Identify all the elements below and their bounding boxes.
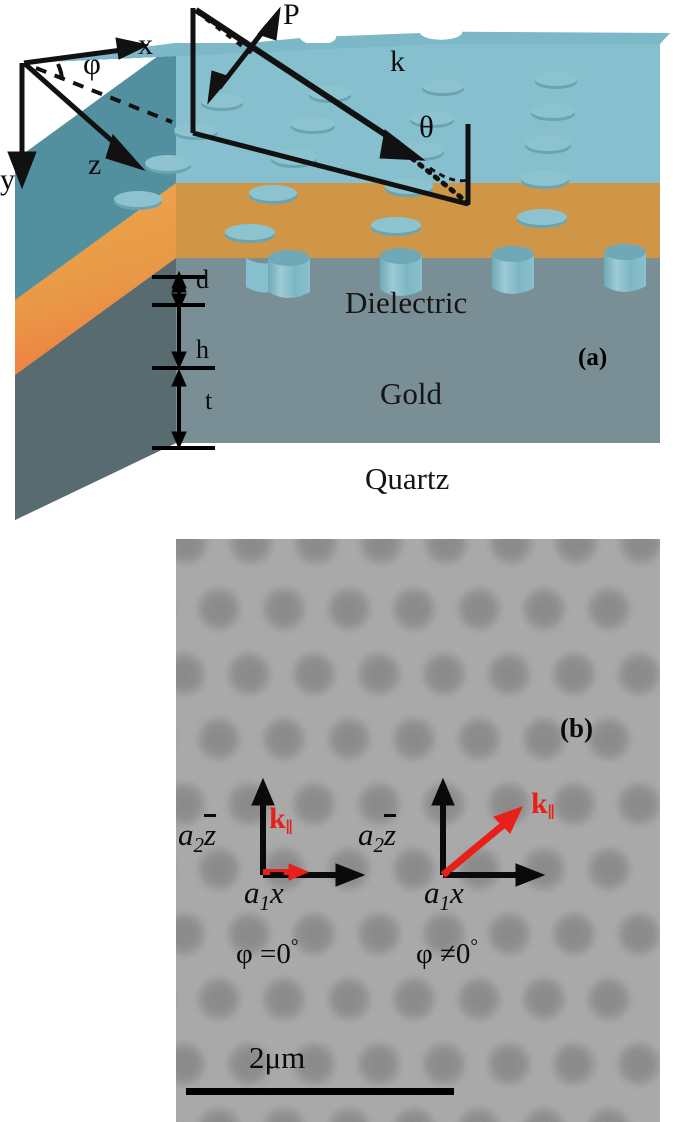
right-axis-x-arrowhead [515, 863, 546, 887]
left-axis-z-arrowhead [251, 777, 275, 806]
right-axis-z-arrowhead [431, 777, 455, 806]
k-arrowhead [379, 129, 426, 161]
panel-tag-a: (a) [578, 344, 608, 371]
dielectric-top-surface [24, 31, 670, 63]
dimension-label-h: h [196, 335, 209, 364]
right-condition-phi: φ ≠0° [416, 936, 479, 970]
panel-b-sem-image: (b) k‖ a2z a1x φ =0° [176, 539, 660, 1122]
left-condition-phi: φ =0° [236, 936, 299, 970]
left-k-parallel-vector [263, 863, 310, 881]
axes-and-vectors [7, 6, 471, 207]
beam-dotted-continuation [401, 149, 471, 206]
axis-label-x: x [138, 28, 153, 61]
angle-label-theta: θ [419, 109, 434, 144]
dimension-label-d: d [196, 265, 209, 294]
quartz-side-face [15, 258, 176, 520]
axis-label-z: z [88, 148, 102, 181]
p-arrowhead-down [207, 70, 231, 105]
gold-side-face [15, 183, 176, 375]
layer-label-quartz: Quartz [365, 461, 450, 496]
y-axis-arrowhead [7, 151, 37, 190]
x-axis-arrowhead [115, 37, 150, 60]
slab-top-big2 [24, 33, 670, 63]
x-axis-line [23, 47, 123, 66]
h-arrowhead-up [171, 274, 187, 293]
right-k-parallel-vector [440, 806, 523, 878]
right-axis-z-label: a2z [358, 817, 397, 857]
left-k-label: k‖ [269, 802, 293, 839]
dimension-arrows [152, 270, 215, 450]
vector-label-k: k [390, 45, 405, 78]
left-axis-z-label: a2z [178, 817, 217, 857]
dimension-label-t: t [205, 386, 213, 415]
sem-hole-lattice [176, 539, 660, 1122]
normal-base-line [192, 130, 469, 207]
h-arrowhead-down [171, 351, 187, 370]
scalebar-label: 2μm [249, 1040, 306, 1075]
right-k-arrowhead [493, 806, 523, 834]
phi-arc [56, 63, 64, 81]
front-face-cylinders [268, 244, 646, 298]
vector-diagram-right [431, 777, 546, 887]
p-arrowhead-up [257, 6, 281, 41]
theta-arc [429, 166, 469, 183]
left-k-arrowhead [288, 863, 310, 881]
t-arrowhead-down [171, 431, 187, 450]
scalebar-line [186, 1088, 454, 1095]
panel-a-schematic: x y z φ θ k P d h t Dielectric Gold Quar… [0, 0, 700, 535]
left-axis-x-arrowhead [335, 863, 366, 887]
vector-label-p: P [283, 0, 300, 31]
left-axis-x-label: a1x [244, 875, 284, 915]
quartz-front-face [176, 258, 660, 443]
layer-label-dielectric: Dielectric [345, 285, 468, 320]
right-k-label: k‖ [531, 787, 555, 824]
z-axis-arrowhead [105, 133, 146, 172]
vector-diagram-left [251, 777, 366, 887]
schematic-3d-main [7, 6, 670, 520]
gold-front-face [176, 183, 660, 258]
phi-dashed-line [35, 66, 173, 124]
right-k-line [440, 818, 511, 878]
layer-label-gold: Gold [380, 376, 442, 411]
panel-tag-b: (b) [560, 713, 593, 743]
t-arrowhead-up [171, 368, 187, 387]
right-axis-x-label: a1x [424, 875, 464, 915]
angle-label-phi: φ [83, 46, 101, 81]
axis-label-y: y [0, 163, 15, 196]
z-axis-line [22, 61, 122, 150]
